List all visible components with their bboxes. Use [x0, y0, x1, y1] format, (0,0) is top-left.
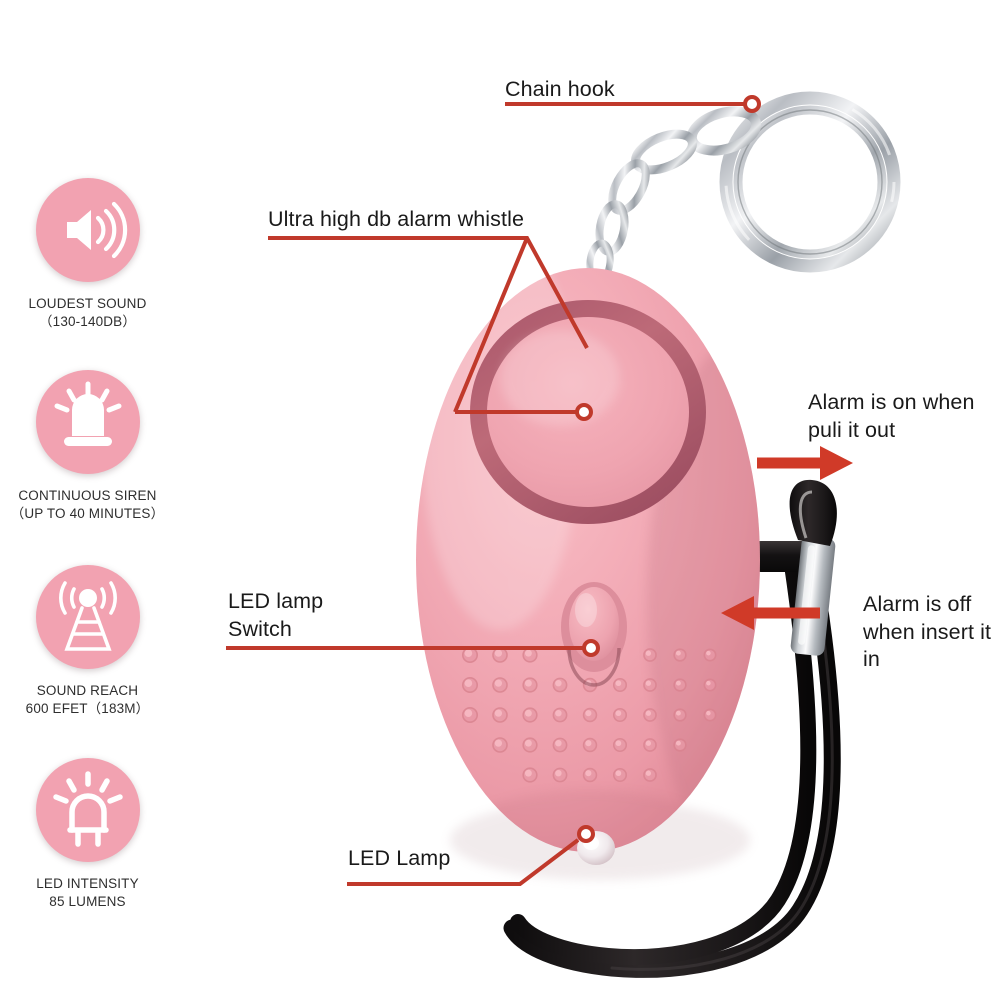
grip-dots [461, 646, 717, 783]
feature-item-continuous-siren: CONTINUOUS SIREN （UP TO 40 MINUTES） [0, 370, 175, 522]
feature-caption-line1: LOUDEST SOUND [28, 296, 147, 311]
annotation-label-alarm-whistle: Ultra high db alarm whistle [268, 207, 525, 231]
feature-item-loudest-sound: LOUDEST SOUND （130-140DB） [0, 178, 175, 330]
annotation-label-led-lamp: LED Lamp [348, 846, 451, 870]
leader-line-alarm-whistle [268, 236, 589, 414]
annotation-label-alarm-on: Alarm is on when puli it out [808, 390, 975, 442]
pointer-dot-led-lamp [577, 825, 595, 843]
pointer-dot-led-switch [582, 639, 600, 657]
feature-caption-line2: （UP TO 40 MINUTES） [10, 505, 165, 521]
led-bulb-icon [35, 758, 140, 862]
feature-caption: SOUND REACH 600 EFET（183M） [0, 682, 175, 717]
pointer-dot-speaker [575, 403, 593, 421]
speaker-waves-icon [35, 178, 140, 282]
feature-caption-line1: LED INTENSITY [36, 876, 139, 891]
pull-pin [752, 479, 837, 656]
feature-item-sound-reach: SOUND REACH 600 EFET（183M） [0, 565, 175, 717]
feature-caption-line1: SOUND REACH [36, 683, 139, 698]
feature-item-led-intensity: LED INTENSITY 85 LUMENS [0, 758, 175, 910]
leader-line-alarm-whistle-diagonal [453, 237, 529, 413]
leader-line-led-lamp [347, 838, 580, 886]
feature-caption: LOUDEST SOUND （130-140DB） [0, 295, 175, 330]
keyring-and-chain [586, 91, 901, 298]
signal-tower-icon [35, 565, 140, 669]
pointer-dot-chain-hook [743, 95, 761, 113]
feature-caption-line2: （130-140DB） [39, 313, 136, 329]
annotation-label-chain-hook: Chain hook [505, 77, 615, 101]
arrow-right-alarm-on [757, 446, 853, 480]
feature-caption-line2: 600 EFET（183M） [25, 700, 150, 716]
annotation-label-led-switch: LED lamp Switch [228, 589, 324, 641]
arrow-left-alarm-off [721, 596, 820, 630]
siren-beacon-icon [35, 370, 140, 474]
feature-caption-line1: CONTINUOUS SIREN [18, 488, 157, 503]
feature-caption-line2: 85 LUMENS [49, 893, 126, 909]
lanyard-cord [503, 551, 841, 978]
feature-caption: CONTINUOUS SIREN （UP TO 40 MINUTES） [0, 487, 175, 522]
feature-caption: LED INTENSITY 85 LUMENS [0, 875, 175, 910]
annotation-label-alarm-off: Alarm is off when insert it in [863, 592, 992, 671]
